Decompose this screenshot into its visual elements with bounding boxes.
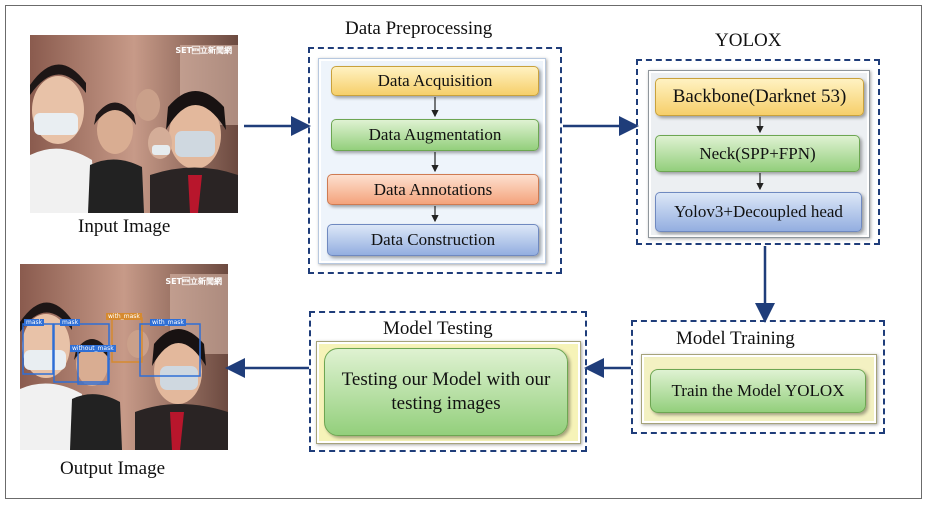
test-model-box: Testing our Model with our testing image… <box>324 348 568 436</box>
output-watermark: SET立新聞網 <box>165 277 222 286</box>
step-data-annotations: Data Annotations <box>327 174 539 205</box>
yolox-neck: Neck(SPP+FPN) <box>655 135 860 172</box>
detection-box-2 <box>53 323 110 383</box>
test-model-label: Testing our Model with our testing image… <box>341 369 551 414</box>
diagram-frame <box>5 5 922 499</box>
step-data-acquisition: Data Acquisition <box>331 66 539 96</box>
detection-label-1: mask <box>24 319 45 326</box>
train-model-box: Train the Model YOLOX <box>650 369 866 413</box>
input-watermark: SET立新聞網 <box>175 46 232 55</box>
detection-label-3: without_mask <box>70 345 116 352</box>
input-image: SET立新聞網 <box>30 35 238 213</box>
preprocessing-title: Data Preprocessing <box>345 18 493 39</box>
output-image-caption: Output Image <box>60 458 166 479</box>
step-data-construction: Data Construction <box>327 224 539 256</box>
detection-label-5: with_mask <box>150 319 186 326</box>
output-image: mask mask without_mask with_mask with_ma… <box>20 264 228 450</box>
yolox-head: Yolov3+Decoupled head <box>655 192 862 232</box>
step-data-augmentation: Data Augmentation <box>331 119 539 151</box>
yolox-backbone: Backbone(Darknet 53) <box>655 78 864 116</box>
input-photo-illustration <box>30 35 238 213</box>
yolox-group <box>636 59 880 245</box>
yolox-title: YOLOX <box>715 30 782 51</box>
training-title: Model Training <box>676 328 795 349</box>
testing-title: Model Testing <box>383 318 493 339</box>
testing-group <box>309 311 587 452</box>
detection-label-4: with_mask <box>106 313 142 320</box>
output-photo-illustration <box>20 264 228 450</box>
input-image-caption: Input Image <box>78 216 171 237</box>
detection-label-2: mask <box>60 319 81 326</box>
preprocessing-group <box>308 47 562 274</box>
